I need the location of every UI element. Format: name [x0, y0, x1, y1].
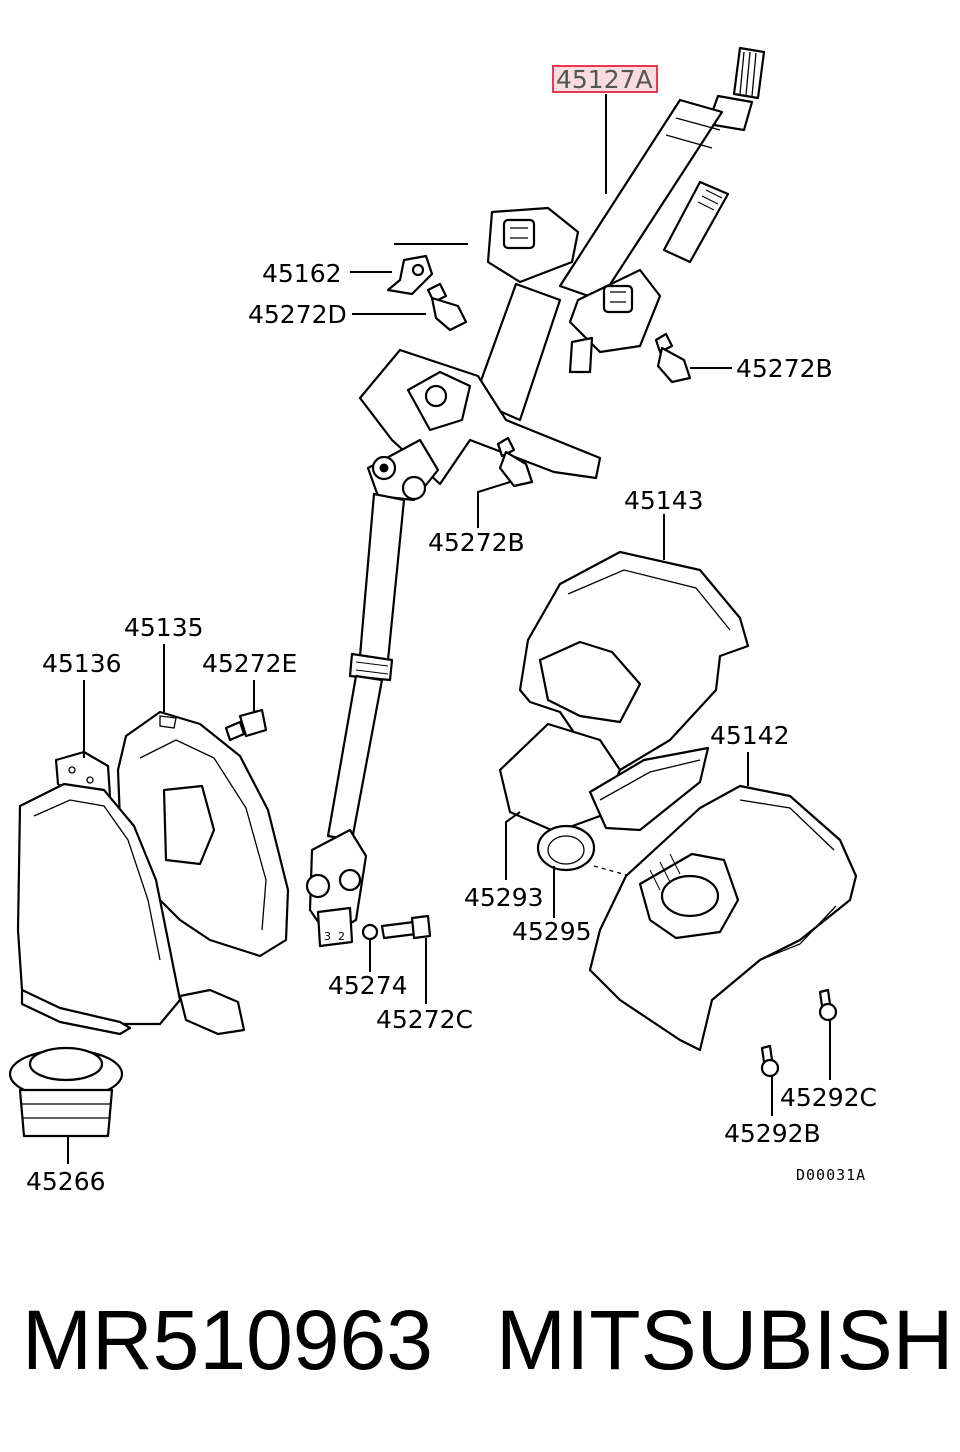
seal-45295 [536, 824, 596, 872]
part-footer: MR510963 MITSUBISHI [0, 1290, 960, 1400]
callout-45272D: 45272D [248, 300, 347, 329]
brand-name: MITSUBISHI [496, 1293, 960, 1387]
screw-45292B [760, 1044, 780, 1078]
washer-45274 [361, 923, 379, 941]
callout-45293: 45293 [464, 883, 544, 912]
callout-45142: 45142 [710, 721, 790, 750]
callout-45135: 45135 [124, 613, 204, 642]
bolt-45272D [426, 282, 468, 332]
callout-45272B-upper: 45272B [736, 354, 833, 383]
steering-column-diagram: 3 2 [8, 46, 877, 1196]
callout-45136: 45136 [42, 649, 122, 678]
callout-45292B: 45292B [724, 1119, 821, 1148]
steering-column-assembly: 3 2 [305, 46, 766, 948]
dust-cover-plate-45135 [116, 710, 290, 958]
grommet-45266 [8, 1046, 124, 1138]
callout-45295: 45295 [512, 917, 592, 946]
callout-45266: 45266 [26, 1167, 106, 1196]
column-cover-lower-45142 [588, 784, 858, 1052]
bolt-45272B-lower [496, 436, 534, 488]
callout-45272E: 45272E [202, 649, 297, 678]
bolt-45272B-upper [654, 332, 692, 384]
bolt-45272C [380, 914, 432, 940]
part-number: MR510963 [22, 1293, 433, 1387]
dust-boot-45136 [16, 750, 246, 1036]
callout-45274: 45274 [328, 971, 408, 1000]
screw-45292C [818, 988, 838, 1022]
callout-45162: 45162 [262, 259, 342, 288]
callout-45292C: 45292C [780, 1083, 877, 1112]
svg-text:2: 2 [338, 930, 345, 943]
bolt-45272E [224, 708, 268, 742]
drawing-code: D00031A [796, 1166, 866, 1184]
svg-text:3: 3 [324, 930, 331, 943]
callout-45272C: 45272C [376, 1005, 473, 1034]
leader-lines [67, 94, 831, 1164]
callout-45143: 45143 [624, 486, 704, 515]
clip-45162 [386, 254, 434, 296]
callout-45272B-lower: 45272B [428, 528, 525, 557]
callout-45127A: 45127A [556, 65, 653, 94]
highlight-box [552, 65, 658, 93]
column-cover-upper-45143 [498, 550, 750, 834]
